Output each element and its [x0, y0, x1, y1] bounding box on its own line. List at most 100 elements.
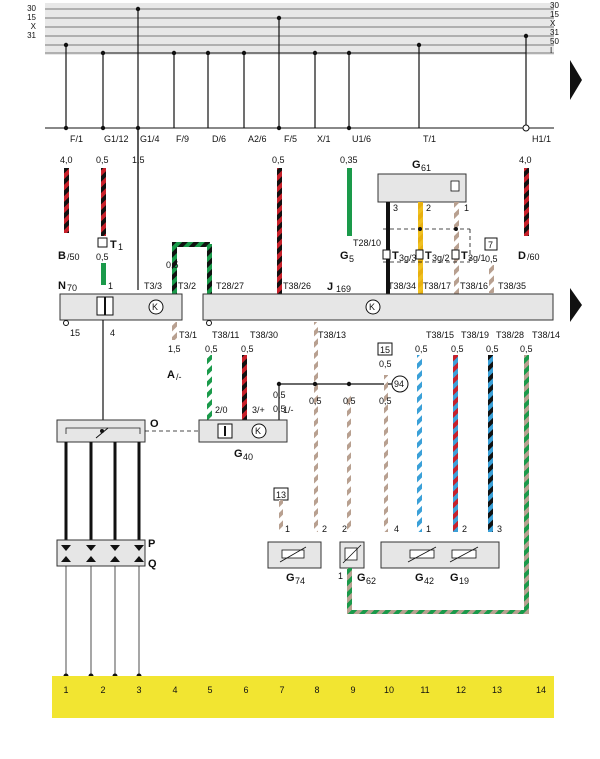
wire-loop-bottom: [347, 610, 529, 614]
pin-label: 2: [426, 203, 431, 213]
pin-label: 3g/3: [399, 253, 417, 263]
wire-t3813: [314, 322, 318, 532]
component-d60: D /60: [518, 250, 540, 262]
pin-label: T28/10: [353, 238, 381, 248]
pin-label: U1/6: [352, 134, 371, 144]
rail-label: 31: [550, 28, 559, 37]
component-sub: /-: [176, 372, 182, 382]
rail-label: 15: [27, 13, 36, 22]
wire-u16: [347, 168, 352, 236]
pin-label: 2: [322, 524, 327, 534]
wire-size: 0,5: [379, 359, 392, 369]
wire-g61-2: [418, 202, 423, 294]
component-g40: K G 40 2/0 3/+ 1/-: [198, 405, 294, 462]
pin-label: H1/1: [532, 134, 551, 144]
pin-label: T38/11: [212, 330, 239, 340]
pin-label: T38/28: [496, 330, 524, 340]
wire-size: 0,5: [309, 396, 322, 406]
component-sub: 19: [459, 576, 469, 586]
track-number: 10: [384, 685, 394, 695]
rail-labels-left: 30 15 X 31: [27, 4, 37, 40]
wire-size: 0,5: [273, 390, 286, 400]
ref-15: 15 0,5: [377, 342, 393, 369]
component-a: A /-: [167, 322, 182, 382]
track-number: 6: [243, 685, 248, 695]
pin-label: 1/-: [283, 405, 294, 415]
component-g5: G 5 T28/10: [340, 238, 381, 264]
pin-label: T38/19: [461, 330, 489, 340]
wire-size: 4,0: [519, 155, 532, 165]
pin-label: 1: [108, 281, 113, 291]
wires-o-pq: [64, 442, 141, 540]
track-number: 3: [136, 685, 141, 695]
component-label: Q: [148, 558, 157, 570]
lower-wire-sizes: 1,5 0,5 0,5 0,5 0,5 0,5 0,5: [168, 344, 533, 354]
pin-label: 1: [338, 571, 343, 581]
track-numbers: 1 2 3 4 5 6 7 8 9 10 11 12 13 14: [63, 685, 546, 695]
wire-size: 0,5: [379, 396, 392, 406]
wire-t3819: [453, 355, 458, 532]
pin-label: F/5: [284, 134, 297, 144]
ref-7: 7 0,5: [484, 237, 498, 293]
component-sub: 42: [424, 576, 434, 586]
component-label: D: [518, 250, 526, 262]
track-number: 12: [456, 685, 466, 695]
pin-label: 15: [70, 328, 80, 338]
wire-size: 0,5: [205, 344, 218, 354]
k-icon: [365, 299, 381, 315]
wire-g62-1: [347, 568, 352, 613]
component-o: O: [56, 418, 159, 443]
track-number: 8: [314, 685, 319, 695]
pin-label: G1/12: [104, 134, 129, 144]
pin-label: T38/15: [426, 330, 454, 340]
pin-label: D/6: [212, 134, 226, 144]
component-label: G: [412, 159, 421, 171]
component-sub: 1: [118, 242, 123, 252]
component-label: G: [415, 572, 424, 584]
pin-label: T: [425, 250, 432, 262]
wire-size: 0,5: [415, 344, 428, 354]
component-sub: 61: [421, 163, 431, 173]
pin-label: T38/17: [423, 281, 451, 291]
component-label: B: [58, 250, 66, 262]
continue-arrow-icon: [570, 288, 582, 322]
bottom-pin-labels: T3/1 T38/11 T38/30 T38/13 T38/15 T38/19 …: [179, 330, 560, 340]
pin-label: X/1: [317, 134, 331, 144]
rail-label: 15: [550, 10, 559, 19]
pin-label: T38/13: [318, 330, 346, 340]
icon-label: K: [152, 302, 158, 312]
pin-label: 1: [464, 203, 469, 213]
shield-junctions: [386, 227, 458, 231]
rail-label: 31: [27, 31, 36, 40]
rail-label: I: [550, 46, 552, 55]
wire-h11: [524, 168, 529, 236]
pin-label: 3: [393, 203, 398, 213]
component-pq: P Q: [56, 538, 157, 570]
component-sub: 70: [67, 283, 77, 293]
wire-g61-1: [454, 202, 459, 294]
pin-label: T38/26: [283, 281, 311, 291]
component-sub: 40: [243, 452, 253, 462]
pin-label: F/1: [70, 134, 83, 144]
pin-label: T3/1: [179, 330, 197, 340]
pin-label: 3g/1: [468, 253, 486, 263]
bus-pin-labels: F/1 G1/12 G1/4 F/9 D/6 A2/6 F/5 X/1 U1/6…: [70, 134, 551, 144]
rail-label: X: [550, 19, 556, 28]
wire-t3830: [242, 355, 247, 420]
connector-t1: T 1 0,5: [96, 237, 123, 285]
component-g61: G 61 3 2 1: [377, 159, 469, 213]
wire-t3814: [524, 355, 529, 613]
rail-label: 50: [550, 37, 559, 46]
component-n70: N 70 K 1 15 4 T3/3 T3/2: [58, 280, 196, 338]
component-label: G: [450, 572, 459, 584]
k-icon: [251, 423, 267, 439]
component-sub: 169: [336, 284, 351, 294]
wire-f1: [64, 168, 69, 233]
wire-size: 0,5: [272, 155, 285, 165]
pin-label: 4: [110, 328, 115, 338]
wire-size: 4,0: [60, 155, 73, 165]
pin-label: 3/+: [252, 405, 265, 415]
wire-size: 0,5: [520, 344, 533, 354]
ground-sizes: 0,5 0,5 0,5 0,5 0,5: [273, 390, 392, 414]
ref-label: 94: [394, 379, 404, 389]
